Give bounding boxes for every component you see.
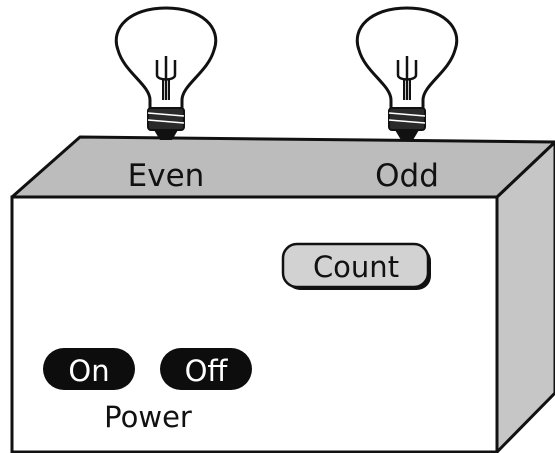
off-button[interactable]: Off xyxy=(160,348,252,390)
off-button-label: Off xyxy=(185,354,229,388)
box-front-face xyxy=(10,195,499,453)
on-button-label: On xyxy=(68,354,109,388)
odd-bulb-icon xyxy=(355,6,459,140)
even-label: Even xyxy=(128,158,205,194)
even-bulb-icon xyxy=(114,6,218,140)
power-label: Power xyxy=(104,400,192,434)
count-button[interactable]: Count xyxy=(281,242,431,290)
odd-label: Odd xyxy=(375,158,439,194)
count-button-label: Count xyxy=(313,250,399,284)
on-button[interactable]: On xyxy=(43,348,135,390)
box-top-face xyxy=(10,135,555,199)
